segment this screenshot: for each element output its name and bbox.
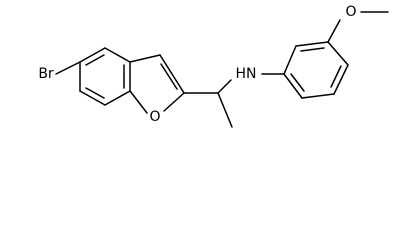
- bond: [163, 92, 185, 112]
- bond: [283, 73, 303, 99]
- c-br-bond: [55, 61, 81, 75]
- double-bond-inner: [300, 47, 325, 52]
- benzofuran-benzene-ring: [79, 47, 131, 106]
- bond: [79, 90, 106, 106]
- bond: [129, 90, 148, 114]
- furan-oxygen-atom-label: O: [149, 109, 160, 125]
- double-bond-inner: [290, 73, 305, 92]
- methoxy-oxygen-atom-label: O: [345, 4, 356, 20]
- bond: [104, 90, 131, 106]
- bond: [295, 41, 329, 47]
- furan-ring: [129, 54, 185, 114]
- bond: [79, 47, 106, 63]
- bond: [104, 47, 131, 63]
- bromine-atom-label: Br: [38, 66, 54, 82]
- double-bond-inner: [85, 87, 105, 99]
- chemical-structure-diagram: Br O HN O: [38, 4, 389, 128]
- bond: [159, 54, 185, 94]
- bond: [129, 54, 161, 63]
- methoxyphenyl-ring: [283, 41, 349, 99]
- bond: [283, 45, 297, 75]
- bond: [327, 41, 349, 66]
- double-bond-inner: [85, 54, 105, 66]
- ch-n-bond: [217, 79, 232, 94]
- c-o-methoxy-bond: [327, 19, 341, 43]
- double-bond-inner: [160, 63, 178, 90]
- bond: [301, 93, 335, 99]
- ch-methyl-bond: [217, 92, 233, 128]
- bond: [333, 64, 349, 95]
- double-bond-inner: [330, 65, 342, 88]
- amine-atom-label: HN: [236, 66, 257, 82]
